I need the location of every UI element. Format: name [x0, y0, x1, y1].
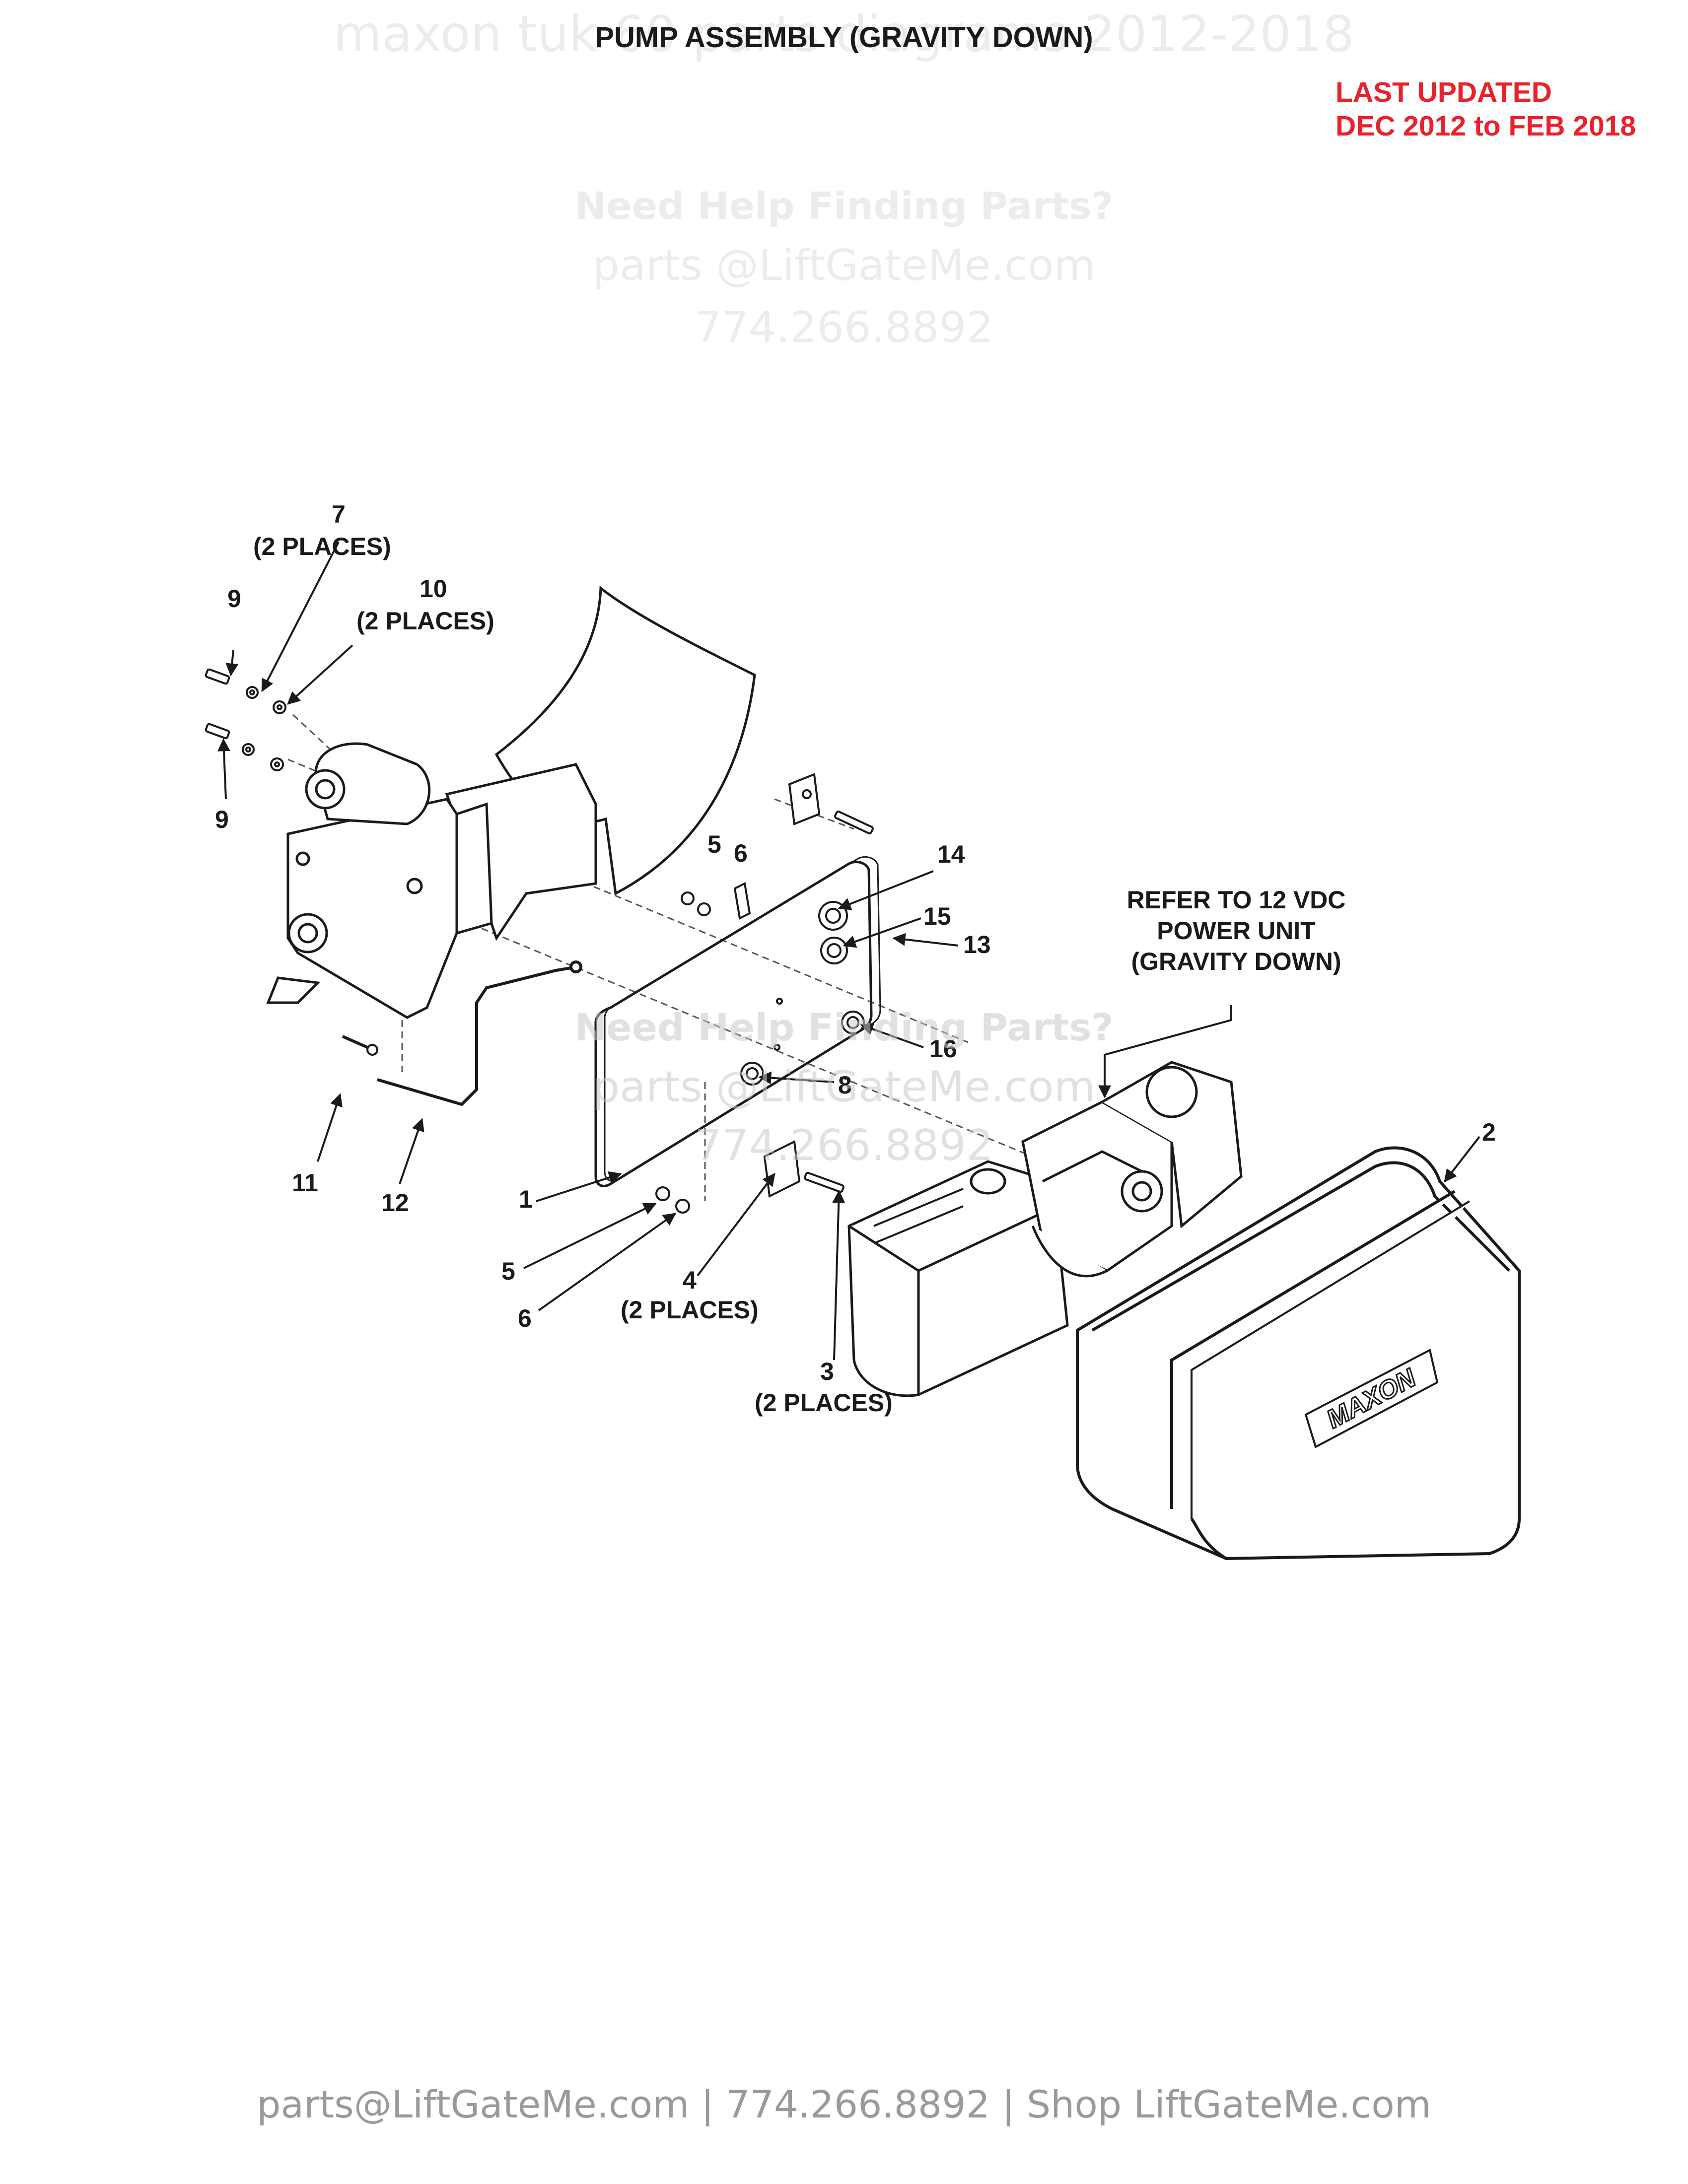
- callout-11: 11: [292, 1169, 318, 1197]
- page-title: PUMP ASSEMBLY (GRAVITY DOWN): [595, 21, 1093, 54]
- watermark-top: maxon tuk 60 parts diagrams 2012-2018: [333, 5, 1355, 63]
- pump-mount-plate: [740, 901, 865, 1086]
- callout-6-bottom: 6: [518, 1304, 532, 1332]
- power-unit: [847, 1061, 1243, 1397]
- callout-3-places: (2 PLACES): [755, 1389, 893, 1417]
- callout-13: 13: [963, 931, 991, 958]
- callout-12: 12: [381, 1189, 409, 1217]
- callout-4: 4: [683, 1266, 697, 1294]
- help-watermark-phone-2: 774.266.8892: [695, 1121, 993, 1170]
- refer-line-1: REFER TO 12 VDC: [1126, 886, 1346, 914]
- help-watermark-heading: Need Help Finding Parts?: [574, 184, 1114, 228]
- leader-lines: [217, 542, 1480, 1361]
- help-watermark-email: parts @LiftGateMe.com: [592, 241, 1096, 290]
- callout-9-bottom: 9: [215, 806, 229, 833]
- hardware-upper-left: [205, 668, 286, 771]
- help-watermark-heading-2: Need Help Finding Parts?: [574, 1005, 1114, 1049]
- help-watermark-email-2: parts @LiftGateMe.com: [592, 1062, 1096, 1112]
- battery-cable: [342, 960, 582, 1106]
- callout-3: 3: [820, 1358, 834, 1385]
- callout-refer-power-unit: REFER TO 12 VDC POWER UNIT (GRAVITY DOWN…: [1107, 885, 1365, 977]
- callout-8: 8: [838, 1071, 852, 1099]
- pump-cover: [1076, 1146, 1521, 1561]
- refer-line-3: (GRAVITY DOWN): [1131, 948, 1341, 975]
- callout-15: 15: [923, 902, 951, 930]
- mounting-bracket: [266, 742, 597, 1019]
- callout-2: 2: [1482, 1118, 1496, 1146]
- last-updated-line2: DEC 2012 to FEB 2018: [1336, 110, 1636, 142]
- refer-line-2: POWER UNIT: [1157, 917, 1316, 945]
- callout-7-places: (2 PLACES): [253, 533, 391, 560]
- callout-16: 16: [929, 1035, 957, 1063]
- callout-6-top: 6: [734, 839, 748, 867]
- callout-7: 7: [332, 500, 346, 528]
- callout-14: 14: [937, 840, 965, 868]
- callout-5-top: 5: [707, 830, 721, 858]
- callout-9-top: 9: [227, 585, 241, 613]
- callout-1: 1: [519, 1185, 533, 1213]
- callout-4-places: (2 PLACES): [621, 1296, 759, 1324]
- last-updated-line1: LAST UPDATED: [1336, 76, 1552, 108]
- footer-contact: parts@LiftGateMe.com | 774.266.8892 | Sh…: [257, 2082, 1431, 2126]
- help-watermark-phone: 774.266.8892: [695, 303, 993, 352]
- last-updated: LAST UPDATED DEC 2012 to FEB 2018: [1336, 75, 1636, 143]
- callout-10: 10: [420, 575, 447, 603]
- callout-10-places: (2 PLACES): [356, 607, 494, 635]
- callout-5-bottom: 5: [501, 1257, 515, 1285]
